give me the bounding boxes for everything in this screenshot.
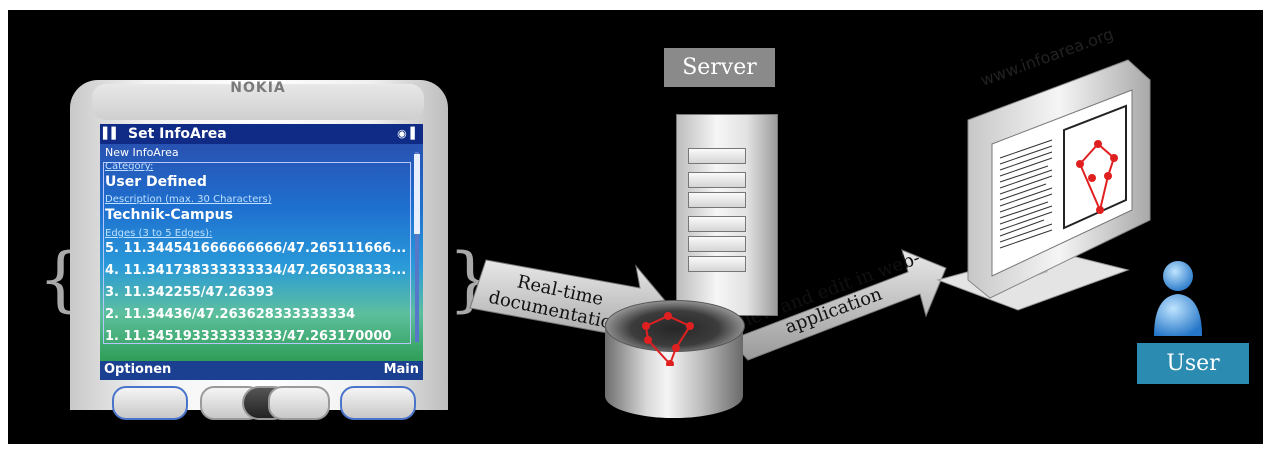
category-value[interactable]: User Defined [105, 174, 207, 190]
signal-icon: ▌▌ [103, 127, 120, 140]
diagram-canvas: { } NOKIA ▌▌ Set InfoArea ◉ ▌ New InfoAr… [8, 10, 1263, 444]
edge-item-5[interactable]: 5. 11.344541666666666/47.265111666... [105, 241, 407, 256]
drive-bay [688, 236, 746, 252]
server-label: Server [664, 48, 775, 87]
scrollbar-track[interactable] [415, 152, 419, 342]
drive-bay [688, 172, 746, 188]
drive-bay [688, 148, 746, 164]
screen-title-bar: ▌▌ Set InfoArea ◉ ▌ [100, 124, 423, 144]
form-frame [103, 162, 411, 344]
category-label: Category: [105, 161, 154, 172]
drive-bay [688, 192, 746, 208]
edges-label: Edges (3 to 5 Edges): [105, 228, 213, 239]
text-lines [999, 139, 1053, 249]
database-polygon-icon [642, 312, 694, 366]
phone-brand: NOKIA [230, 80, 286, 96]
screen-subtitle: New InfoArea [105, 146, 179, 159]
call-key[interactable] [112, 386, 188, 420]
edge-item-1[interactable]: 1. 11.345193333333333/47.263170000 [105, 329, 392, 344]
user-label: User [1137, 343, 1249, 384]
softkey-bar: Optionen Main [100, 361, 423, 380]
scrollbar-thumb[interactable] [414, 154, 420, 234]
softkey-right[interactable]: Main [383, 362, 419, 377]
battery-icon: ◉ ▌ [397, 127, 419, 140]
edge-item-3[interactable]: 3. 11.342255/47.26393 [105, 285, 274, 300]
description-label: Description (max. 30 Characters) [105, 194, 272, 205]
monitor-polygon-icon [1076, 140, 1118, 214]
softkey-left[interactable]: Optionen [104, 362, 172, 377]
edge-item-2[interactable]: 2. 11.34436/47.263628333333334 [105, 307, 356, 322]
phone-keypad [92, 382, 432, 422]
description-value[interactable]: Technik-Campus [105, 207, 233, 223]
right-arrow [729, 249, 947, 361]
monitor-image-box [1063, 104, 1127, 230]
drive-bay [688, 216, 746, 232]
server-tower [676, 114, 778, 316]
right-nav-key[interactable] [268, 386, 330, 420]
user-icon [1154, 261, 1202, 336]
phone-screen: ▌▌ Set InfoArea ◉ ▌ New InfoArea Categor… [100, 124, 423, 361]
end-key[interactable] [340, 386, 416, 420]
edge-item-4[interactable]: 4. 11.341738333333334/47.265038333... [105, 263, 407, 278]
monitor [936, 59, 1151, 311]
screen-title: Set InfoArea [128, 126, 227, 142]
phone-earpiece [92, 84, 424, 120]
drive-bay [688, 256, 746, 272]
